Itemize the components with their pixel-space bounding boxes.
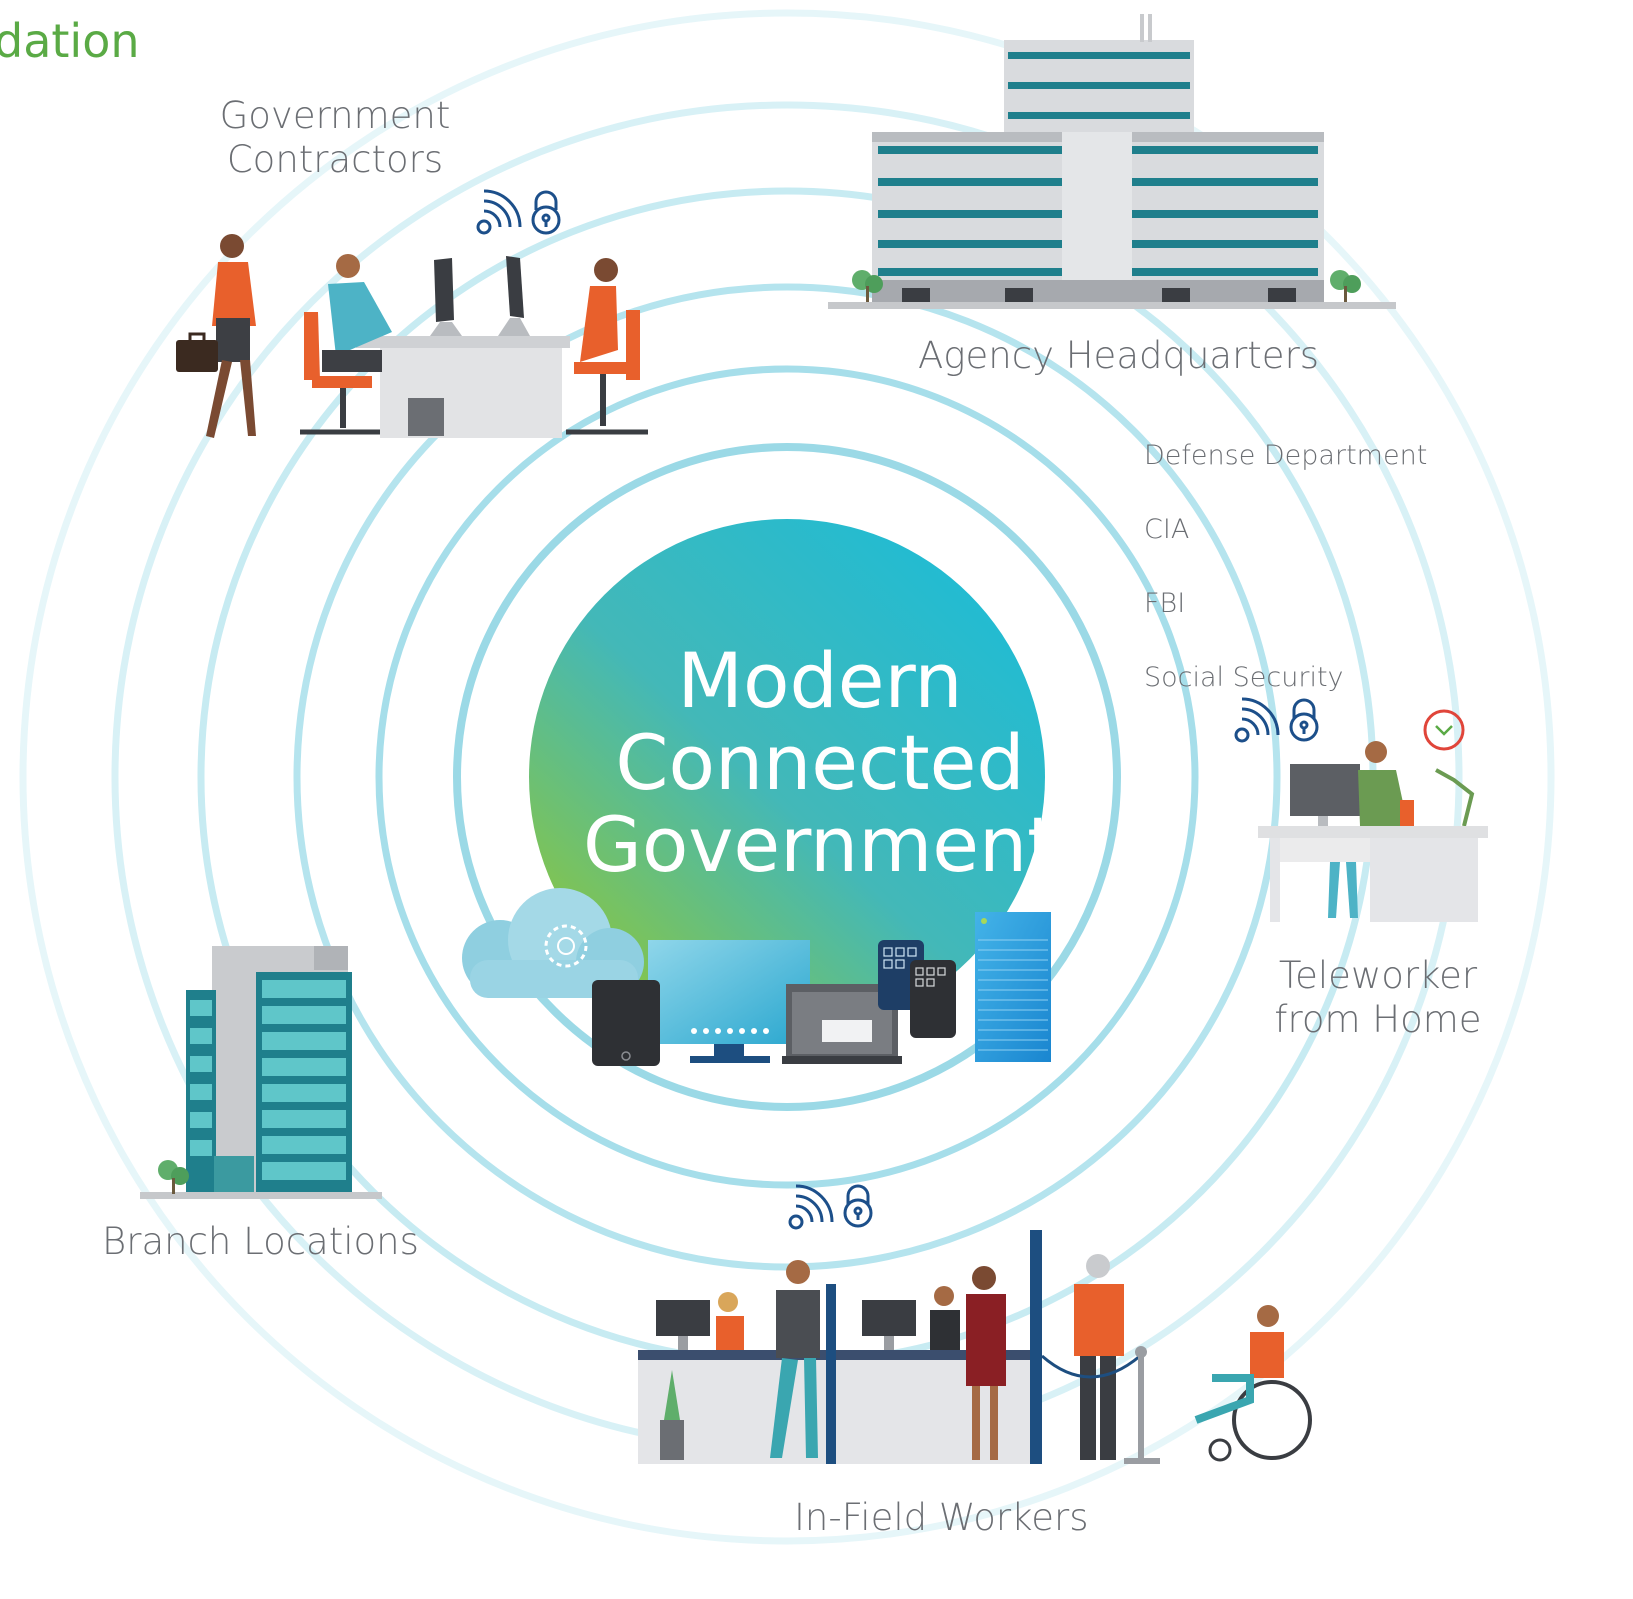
agency-list: Defense Department CIA FBI Social Securi… (1144, 400, 1427, 733)
walking-woman-figure (176, 234, 256, 438)
padlock-icon (1289, 698, 1319, 742)
center-title-line-1: Modern (677, 636, 963, 725)
teleworker-scene (1234, 697, 1488, 922)
center-circle (529, 519, 1045, 1035)
corner-title-fragment: dation (0, 14, 140, 68)
branch-label: Branch Locations (102, 1220, 419, 1263)
headquarters-label: Agency Headquarters (918, 334, 1320, 377)
center-title-line-3: Government (583, 800, 1057, 890)
infield-label: In-Field Workers (794, 1496, 1089, 1539)
seated-man-figure (300, 254, 392, 435)
agency-item: FBI (1144, 588, 1186, 619)
seated-woman-figure (566, 258, 648, 435)
teleworker-label: Teleworker from Home (1274, 954, 1482, 1041)
center-title: Modern Connected Government (560, 636, 1080, 890)
padlock-icon (531, 190, 561, 235)
infield-workers-scene (638, 1184, 1312, 1464)
ring-5 (375, 365, 1199, 1189)
wifi-signal-icon (476, 189, 522, 235)
agency-item: Defense Department (1144, 440, 1428, 471)
ring-6 (453, 443, 1121, 1111)
wifi-signal-icon (788, 1184, 834, 1230)
agency-item: CIA (1144, 514, 1190, 545)
clock-icon (1423, 709, 1465, 751)
devices-cluster (462, 888, 1051, 1066)
ring-4 (293, 283, 1281, 1271)
branch-building (140, 946, 382, 1199)
ring-1 (19, 9, 1555, 1545)
contractors-office-scene (176, 189, 648, 438)
headquarters-building (828, 14, 1396, 309)
agency-item: Social Security (1144, 662, 1344, 693)
center-title-line-2: Connected (615, 718, 1025, 808)
wifi-signal-icon (1234, 697, 1280, 743)
padlock-icon (843, 1184, 873, 1228)
contractors-label: Government Contractors (219, 94, 451, 181)
